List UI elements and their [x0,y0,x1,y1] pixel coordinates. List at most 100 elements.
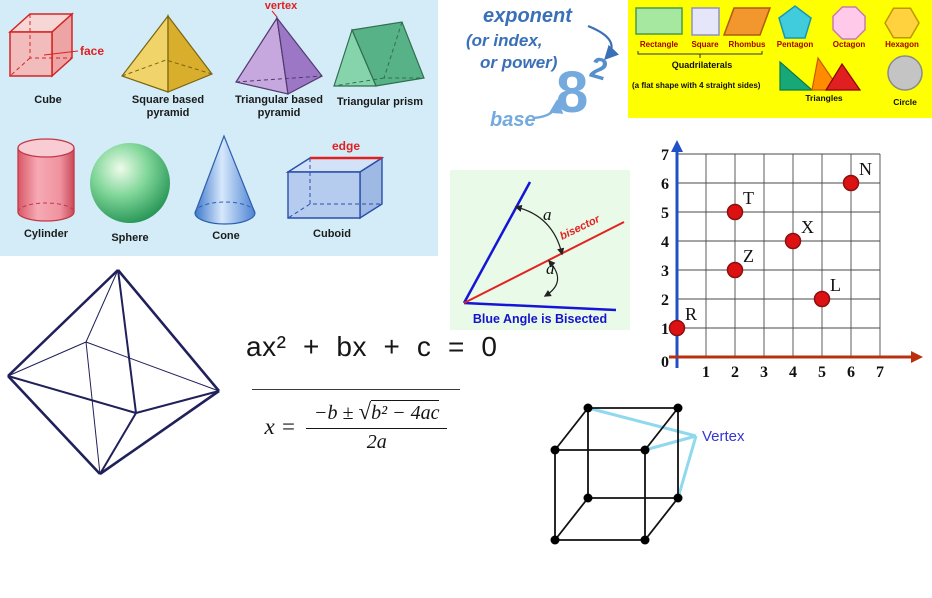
point-label: Z [743,246,754,266]
octahedron-back-edges [7,269,220,475]
face-annotation: face [80,44,104,58]
x-tick: 3 [760,364,768,381]
cube-shape: face [8,12,104,78]
quadrilaterals-group: Quadrilaterals (a flat shape with 4 stra… [632,51,763,90]
edge-annotation: edge [332,139,360,153]
triangular-prism-shape [333,21,425,87]
cube-label: Cube [34,94,62,106]
vertex-annotation: vertex [265,0,298,12]
angle-bisector-panel: bisector a a Blue Angle is Bisected [450,170,630,330]
pentagon-shape: Pentagon [777,5,814,49]
exponent-arrow [587,24,620,61]
triangular-pyramid-shape: vertex [235,0,323,95]
angle-ray-lower [463,301,617,312]
point-label: T [743,188,754,208]
exponent-number: 2 [586,51,611,87]
x-tick: 7 [876,364,884,381]
formula-denominator: 2a [306,428,448,454]
base-arrow [533,99,564,120]
formula-numerator: −b ± √ b² − 4ac [306,399,447,428]
lower-angle-arrow [543,259,559,297]
octagon-label: Octagon [833,40,866,49]
y-tick: 7 [661,147,669,164]
solid-shapes-panel: face vertex [0,0,438,256]
x-tick: 1 [702,364,710,381]
formula-lhs: x = [264,413,296,439]
square-shape: Square [691,7,720,49]
cuboid-shape: edge [285,139,385,220]
data-point [668,319,686,337]
data-point [813,290,831,308]
base-number: 8 [556,60,588,125]
exponent-alt2: or power) [480,53,558,72]
y-tick-labels: 7 6 5 4 3 2 1 0 [661,147,669,371]
rectangle-label: Rectangle [640,40,679,49]
flat-shapes-panel: Rectangle Square Rhombus Pentagon Octago… [628,0,932,118]
triangular-prism-label: Triangular prism [336,96,424,108]
exponent-title: exponent [483,5,573,27]
point-label: N [859,159,872,179]
octahedron-drawing [7,269,220,476]
angle-a-upper: a [543,205,552,224]
formula-fraction: −b ± √ b² − 4ac 2a [306,399,448,454]
y-tick: 5 [661,205,669,222]
triangular-pyramid-label: Triangular based pyramid [234,94,324,119]
octahedron-outer-edges [7,269,220,476]
y-tick: 3 [661,263,669,280]
angle-a-lower: a [546,259,555,278]
pentagon-label: Pentagon [777,40,814,49]
x-tick: 6 [847,364,855,381]
data-point [726,261,744,279]
hexagon-label: Hexagon [885,40,919,49]
bisector-line-label: bisector [558,213,602,243]
x-axis [669,351,923,363]
x-tick-labels: 1 2 3 4 5 6 7 [702,364,884,381]
square-pyramid-shape [121,14,213,93]
radicand: b² − 4ac [371,400,440,424]
quadrilaterals-note: (a flat shape with 4 straight sides) [632,81,761,90]
rectangle-shape: Rectangle [635,7,683,49]
y-tick: 2 [661,292,669,309]
point-label: X [801,217,814,237]
cone-label: Cone [212,230,240,242]
square-root: √ b² − 4ac [358,399,440,425]
y-tick: 6 [661,176,669,193]
exponent-note: exponent (or index, or power) 8 2 base [466,5,620,131]
x-tick: 2 [731,364,739,381]
cylinder-shape [17,138,75,222]
circle-label: Circle [893,97,917,107]
cylinder-label: Cylinder [23,228,68,240]
octagon-shape: Octagon [832,6,866,49]
quadratic-formula: x = −b ± √ b² − 4ac 2a [252,389,460,454]
sphere-shape [90,143,170,223]
x-tick: 5 [818,364,826,381]
sphere-label: Sphere [111,232,149,244]
hexagon-shape: Hexagon [884,7,920,49]
triangles-group: Triangles [779,56,862,103]
flat-shapes-drawing: Rectangle Square Rhombus Pentagon Octago… [632,5,923,107]
rhombus-label: Rhombus [729,40,766,49]
quadratic-equation: ax² + bx + c = 0 [246,331,498,362]
cone-shape [194,134,256,225]
cube-vertex-dots [550,403,683,545]
base-label: base [490,109,536,131]
circle-group: Circle [887,55,923,107]
cube-vertex-drawing: Vertex [550,403,745,545]
bisector-caption: Blue Angle is Bisected [472,312,608,326]
triangles-label: Triangles [805,93,843,103]
radical-sign: √ [358,399,372,424]
octahedron-front-edges [7,269,220,475]
square-label: Square [691,40,719,49]
bisector-line [463,221,625,304]
data-point [726,203,744,221]
bisector-drawing: bisector a a [462,181,625,312]
data-points: R Z T X L N [668,159,872,337]
data-point [842,174,860,192]
data-point [784,232,802,250]
point-label: R [685,304,697,324]
point-label: L [830,275,841,295]
exponent-alt1: (or index, [466,31,543,50]
quadrilaterals-label: Quadrilaterals [672,60,733,70]
coordinate-grid: 7 6 5 4 3 2 1 0 1 2 3 4 5 6 7 R Z T [661,140,923,381]
